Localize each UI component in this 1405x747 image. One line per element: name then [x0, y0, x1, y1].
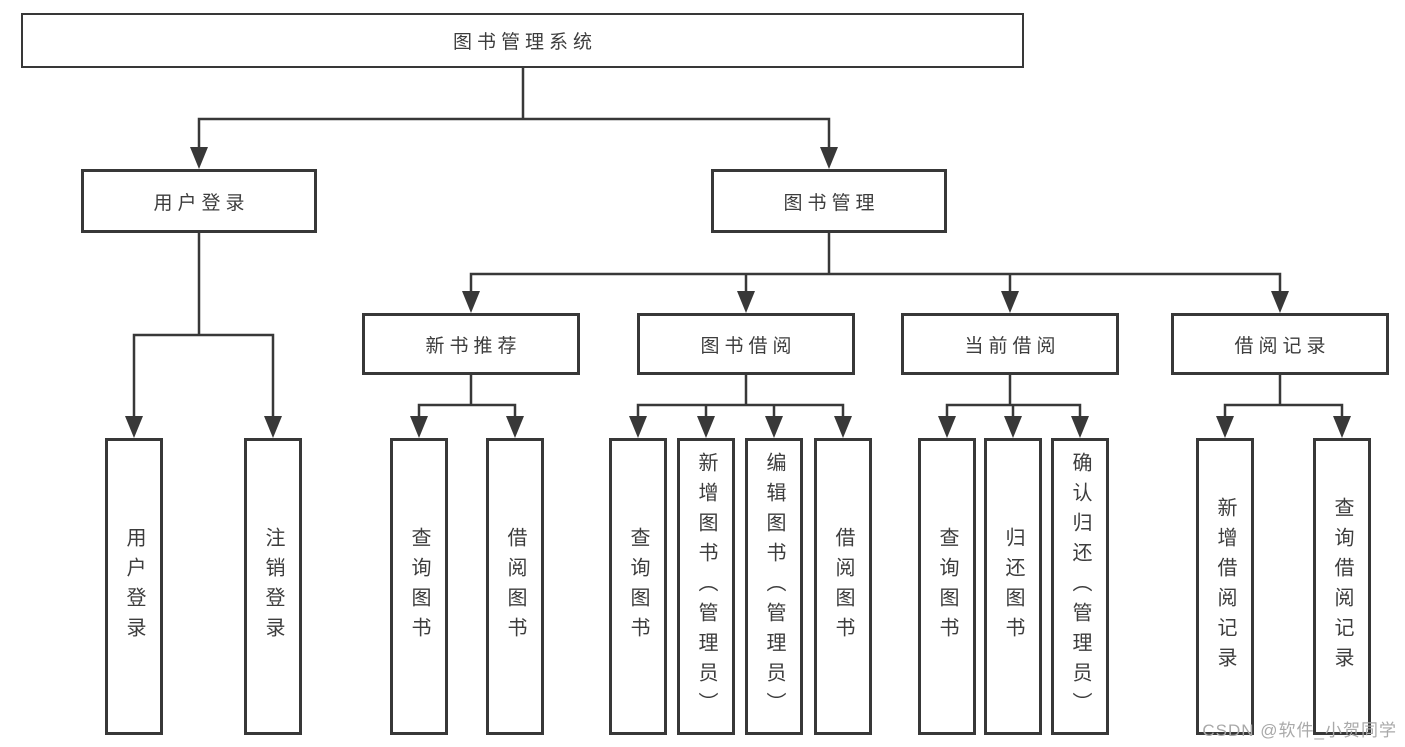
leaf-add-borrow-record-label: 新增借阅记录 [1214, 496, 1236, 677]
connector-book-management-children [462, 231, 1289, 313]
connector-book-borrow-children [629, 373, 852, 438]
node-borrow-records-label: 借阅记录 [1234, 335, 1331, 357]
leaf-confirm-return-admin: 确认归还（管理员） [1051, 438, 1109, 735]
leaf-confirm-return-admin-label: 确认归还（管理员） [1069, 451, 1091, 722]
node-current-borrow: 当前借阅 [901, 313, 1119, 375]
leaf-borrow-books-recommend: 借阅图书 [486, 438, 544, 735]
leaf-edit-book-admin-label: 编辑图书（管理员） [763, 451, 785, 722]
connector-user-login-children [125, 231, 282, 438]
node-book-management: 图书管理 [711, 169, 947, 233]
node-book-borrow: 图书借阅 [637, 313, 855, 375]
leaf-query-borrow-record-label: 查询借阅记录 [1331, 496, 1353, 677]
leaf-logout: 注销登录 [244, 438, 302, 735]
leaf-add-book-admin-label: 新增图书（管理员） [695, 451, 717, 722]
node-root-label: 图书管理系统 [452, 32, 597, 53]
watermark: CSDN @软件_小贺同学 [1202, 721, 1397, 740]
node-user-login-label: 用户登录 [153, 192, 250, 214]
node-root: 图书管理系统 [21, 13, 1024, 68]
node-new-book-recommend: 新书推荐 [362, 313, 580, 375]
leaf-borrow-books-recommend-label: 借阅图书 [504, 526, 526, 647]
leaf-query-books-recommend: 查询图书 [390, 438, 448, 735]
node-borrow-records: 借阅记录 [1171, 313, 1389, 375]
leaf-query-books-current-label: 查询图书 [936, 526, 958, 647]
node-user-login: 用户登录 [81, 169, 317, 233]
connector-new-book-recommend-children [410, 373, 524, 438]
leaf-query-books-current: 查询图书 [918, 438, 976, 735]
leaf-user-login-label: 用户登录 [123, 526, 145, 647]
leaf-user-login: 用户登录 [105, 438, 163, 735]
leaf-logout-label: 注销登录 [262, 526, 284, 647]
node-current-borrow-label: 当前借阅 [964, 335, 1061, 357]
leaf-query-books-recommend-label: 查询图书 [408, 526, 430, 647]
leaf-return-book-label: 归还图书 [1002, 526, 1024, 647]
leaf-query-borrow-record: 查询借阅记录 [1313, 438, 1371, 735]
connector-root-to-level1 [190, 66, 838, 169]
node-book-management-label: 图书管理 [783, 192, 880, 214]
node-book-borrow-label: 图书借阅 [700, 335, 797, 357]
connector-current-borrow-children [938, 373, 1089, 438]
leaf-return-book: 归还图书 [984, 438, 1042, 735]
leaf-borrow-books: 借阅图书 [814, 438, 872, 735]
node-new-book-recommend-label: 新书推荐 [425, 335, 522, 357]
leaf-query-books-borrow-label: 查询图书 [627, 526, 649, 647]
leaf-add-borrow-record: 新增借阅记录 [1196, 438, 1254, 735]
leaf-add-book-admin: 新增图书（管理员） [677, 438, 735, 735]
leaf-borrow-books-label: 借阅图书 [832, 526, 854, 647]
connector-borrow-records-children [1216, 373, 1351, 438]
leaf-edit-book-admin: 编辑图书（管理员） [745, 438, 803, 735]
leaf-query-books-borrow: 查询图书 [609, 438, 667, 735]
